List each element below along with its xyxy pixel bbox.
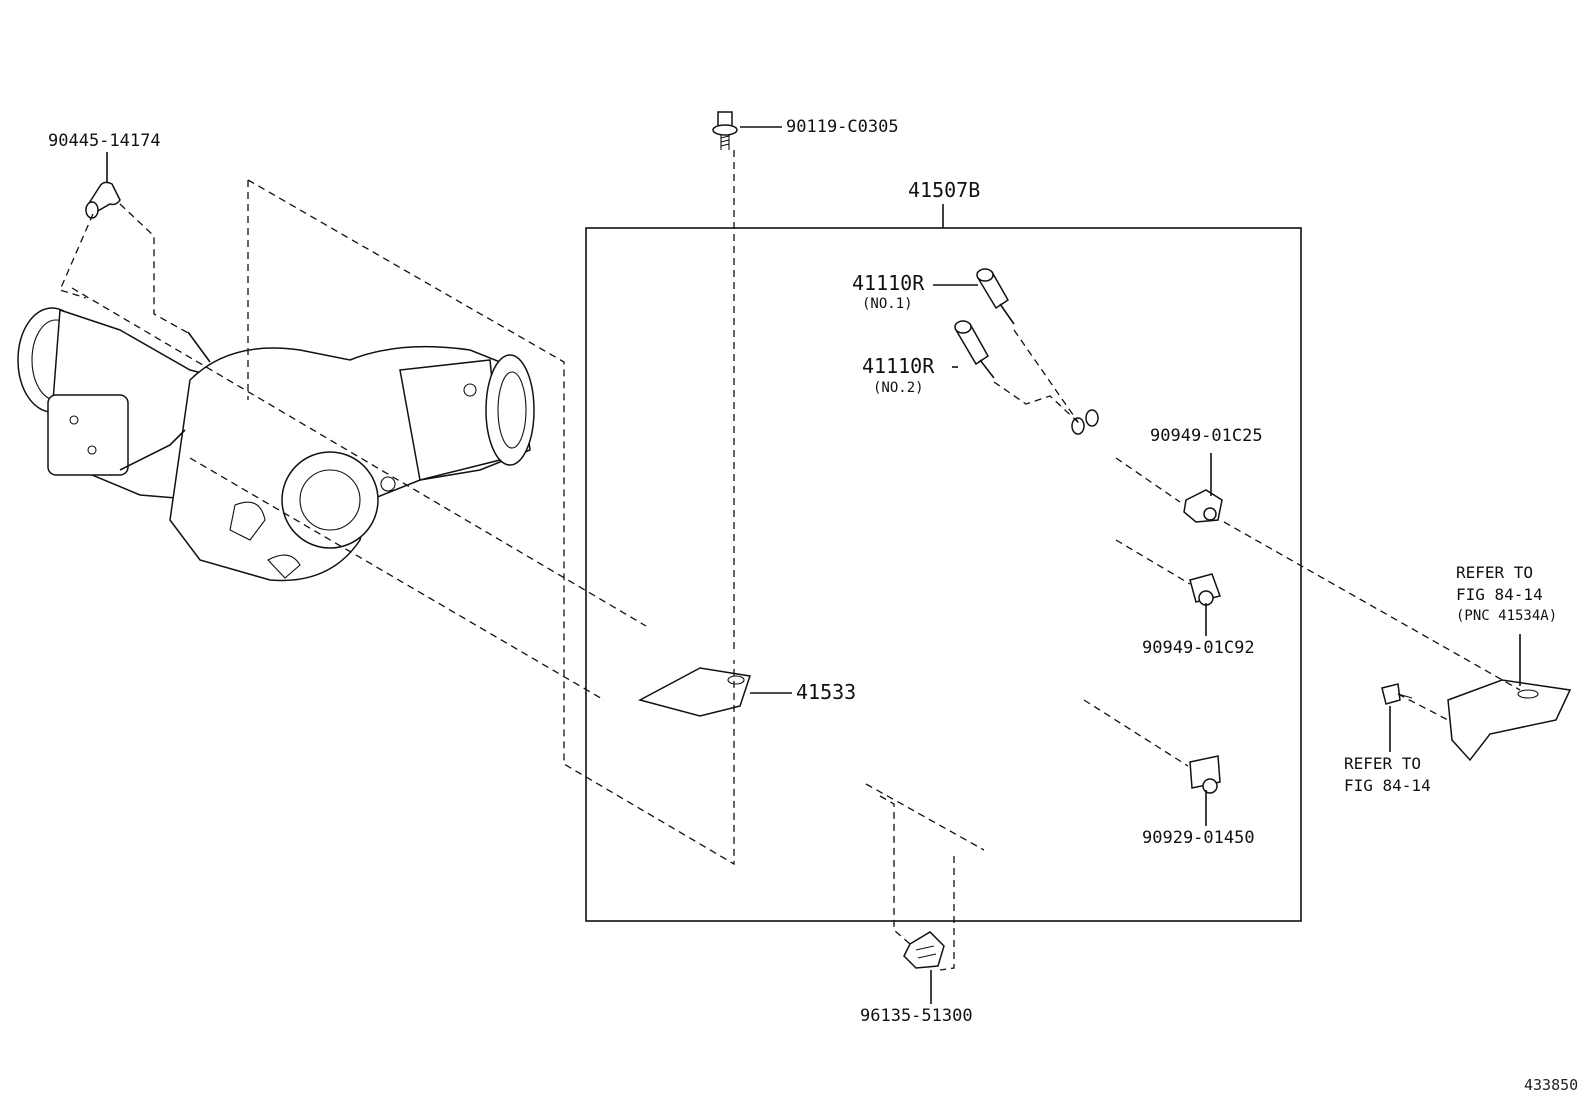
short-pipe-with-bracket — [603, 639, 868, 792]
clamp-icon — [1183, 489, 1223, 794]
clip-icon — [903, 931, 945, 969]
label-pipe-assembly: 41507B — [908, 178, 981, 202]
label-nozzle-1: 41110R — [852, 271, 925, 295]
label-refer-2-line1: REFER TO — [1344, 754, 1422, 773]
leader-lines — [106, 126, 1521, 1004]
dashed-lines — [59, 150, 1521, 971]
label-bolt: 90119-C0305 — [786, 117, 899, 137]
figure-number: 433850 — [1524, 1076, 1579, 1094]
label-bracket-pipe: 41533 — [796, 680, 857, 704]
differential-carrier-icon — [17, 307, 535, 582]
bracket-icon — [1381, 679, 1572, 762]
label-refer-2-line2: FIG 84-14 — [1344, 776, 1431, 795]
long-twin-pipe — [989, 409, 1120, 898]
label-refer-1-line3: (PNC 41534A) — [1456, 608, 1558, 624]
label-clamp-3: 90929-01450 — [1142, 828, 1255, 848]
nozzle-icon — [954, 268, 1015, 379]
label-refer-1-line1: REFER TO — [1456, 563, 1534, 582]
label-refer-1-line2: FIG 84-14 — [1456, 585, 1543, 604]
hose-elbow-icon — [85, 181, 121, 219]
label-clip: 96135-51300 — [860, 1006, 973, 1026]
label-nozzle-2: 41110R — [862, 354, 935, 378]
label-hose-elbow: 90445-14174 — [48, 131, 161, 151]
bolt-icon — [712, 111, 738, 150]
label-clamp-2: 90949-01C92 — [1142, 638, 1255, 658]
label-clamp-1: 90949-01C25 — [1150, 426, 1263, 446]
label-nozzle-2-note: (NO.2) — [873, 380, 924, 396]
pipe-assembly-box — [585, 204, 1302, 922]
label-nozzle-1-note: (NO.1) — [862, 296, 913, 312]
